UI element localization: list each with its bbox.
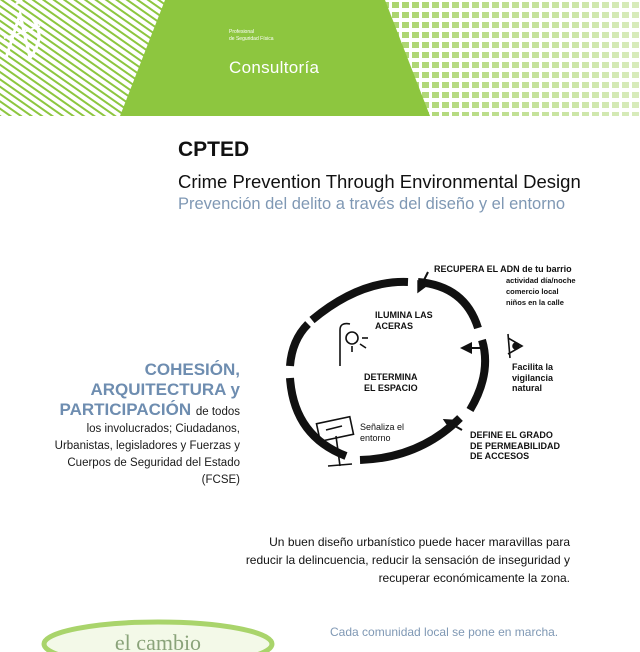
- subtitle-spanish: Prevención del delito a través del diseñ…: [178, 195, 566, 213]
- cycle-arc: [309, 277, 409, 324]
- arrow-define: [442, 419, 463, 431]
- label-line: Facilita la: [512, 362, 554, 372]
- eye-icon: [507, 333, 524, 359]
- label-line: ACERAS: [375, 320, 414, 331]
- logo-wordmark: Consultoría: [229, 58, 320, 77]
- label-line: DE PERMEABILIDAD: [470, 440, 561, 451]
- footer-logo: el cambio: [41, 619, 275, 652]
- summary-line: reducir la delincuencia, reducir la sens…: [245, 553, 570, 567]
- caps-word: PARTICIPACIÓN: [59, 400, 192, 419]
- cpted-cycle-diagram: RECUPERA EL ADN de tu barrio actividad d…: [280, 258, 600, 480]
- participation-text: COHESIÓN, ARQUITECTURA y PARTICIPACIÓN d…: [20, 360, 240, 489]
- subtitle-english: Crime Prevention Through Environmental D…: [178, 171, 581, 192]
- label-ilumina: ILUMINA LAS ACERAS: [375, 310, 433, 331]
- label-line: niños en la calle: [506, 297, 564, 307]
- caps-line: ARQUITECTURA y: [90, 380, 240, 399]
- cycle-arc: [286, 377, 348, 460]
- label-determina: DETERMINA EL ESPACIO: [364, 372, 418, 393]
- logo-tag-line: de Seguridad Física: [229, 36, 274, 42]
- caps-tail: de todos: [195, 406, 240, 418]
- label-line: DE ACCESOS: [470, 451, 530, 461]
- body-line: los involucrados; Ciudadanos,: [86, 423, 240, 435]
- sign-icon: [315, 415, 355, 467]
- label-line: entorno: [360, 432, 391, 443]
- caps-line: COHESIÓN,: [144, 360, 240, 379]
- label-line: RECUPERA EL ADN de tu barrio: [434, 264, 572, 274]
- body-line: Cuerpos de Seguridad del Estado: [67, 457, 240, 469]
- summary-line: recuperar económicamente la zona.: [378, 571, 570, 585]
- label-line: ILUMINA LAS: [375, 310, 433, 320]
- footer-text: Cada comunidad local se pone en marcha.: [330, 625, 559, 639]
- label-line: Señaliza el: [360, 422, 405, 432]
- label-line: EL ESPACIO: [364, 382, 418, 393]
- body-line: (FCSE): [201, 474, 240, 486]
- label-line: natural: [512, 383, 543, 393]
- label-line: comercio local: [506, 286, 559, 296]
- cycle-arc: [466, 338, 490, 413]
- label-define: DEFINE EL GRADO DE PERMEABILIDAD DE ACCE…: [470, 430, 560, 462]
- arrow-recupera: [417, 271, 429, 294]
- label-facilita: Facilita la vigilancia natural: [512, 362, 553, 394]
- logo-mark: [3, 0, 41, 59]
- label-line: actividad día/noche: [506, 275, 576, 285]
- cycle-arc: [286, 321, 311, 367]
- page-title: CPTED: [178, 138, 250, 161]
- street-lamp-icon: [339, 322, 368, 366]
- footer-logo-text: el cambio: [115, 630, 201, 652]
- caps-line-with-tail: PARTICIPACIÓN de todos: [20, 400, 240, 421]
- body-line: Urbanistas, legisladores y Fuerzas y: [54, 440, 240, 452]
- label-senaliza: Señaliza el entorno: [360, 422, 404, 443]
- label-recupera: RECUPERA EL ADN de tu barrio actividad d…: [434, 264, 576, 308]
- label-line: vigilancia: [512, 372, 554, 383]
- summary-line: Un buen diseño urbanístico puede hacer m…: [269, 535, 570, 549]
- label-line: DEFINE EL GRADO: [470, 430, 553, 440]
- logo-tag-line: Profesional: [229, 29, 255, 35]
- header-banner: Profesional de Seguridad Física Consulto…: [0, 0, 640, 116]
- banner-graphic: [0, 0, 640, 116]
- summary-paragraph: Un buen diseño urbanístico puede hacer m…: [210, 533, 570, 587]
- cycle-arrows: [286, 271, 524, 467]
- label-line: DETERMINA: [364, 372, 418, 382]
- logo-tagline: Profesional de Seguridad Física: [229, 29, 309, 43]
